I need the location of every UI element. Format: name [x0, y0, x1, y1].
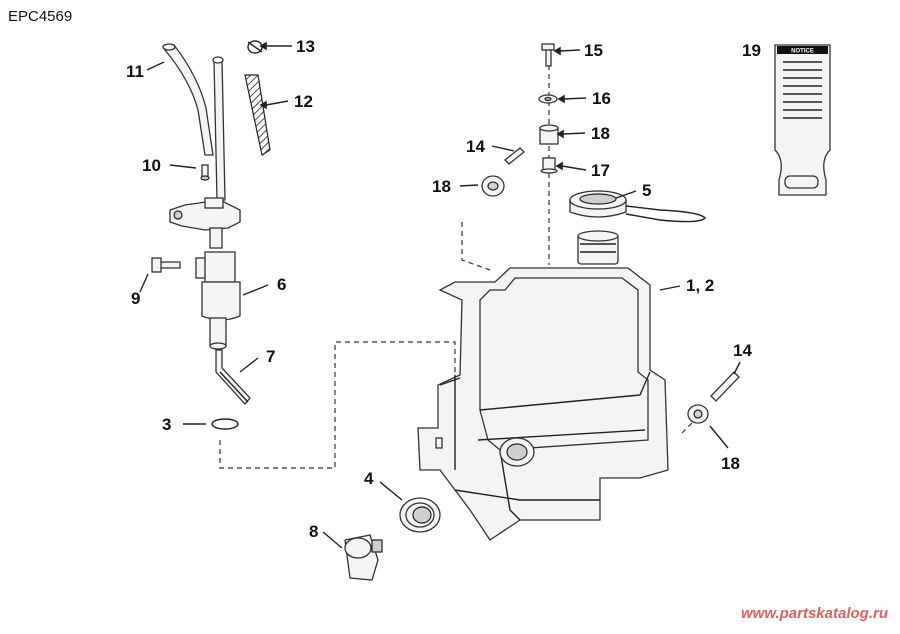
- bolt-9[interactable]: [151, 257, 181, 273]
- callout-3: 3: [162, 415, 171, 434]
- callout-13: 13: [296, 37, 315, 56]
- callout-14-upper: 14: [466, 137, 485, 156]
- tank-cap[interactable]: [569, 190, 706, 223]
- oil-tank[interactable]: [417, 230, 669, 541]
- callout-11: 11: [126, 62, 144, 81]
- screw-10[interactable]: [200, 164, 210, 181]
- callout-14-right: 14: [733, 341, 752, 360]
- pin-14-right[interactable]: [710, 371, 740, 402]
- hose-assembly[interactable]: [162, 40, 271, 201]
- grommet-18-right[interactable]: [687, 404, 709, 424]
- spacer-17[interactable]: [540, 157, 558, 174]
- leader-lines: [139, 45, 741, 549]
- watermark: www.partskatalog.ru: [741, 605, 888, 622]
- callout-1-2: 1, 2: [686, 276, 714, 295]
- o-ring[interactable]: [211, 418, 239, 430]
- callout-18-right: 18: [721, 454, 740, 473]
- grommet-18-top[interactable]: [539, 124, 559, 145]
- callout-5: 5: [642, 181, 651, 200]
- grommet-18-left[interactable]: [481, 175, 505, 197]
- leader-arrowheads: [259, 41, 565, 171]
- screw-15[interactable]: [541, 43, 555, 67]
- oil-pump[interactable]: [169, 197, 241, 350]
- notice-title: NOTICE: [791, 49, 814, 55]
- diagram-code: EPC4569: [8, 8, 73, 25]
- callout-19: 19: [742, 41, 761, 60]
- callout-7: 7: [266, 347, 275, 366]
- callout-9: 9: [131, 289, 140, 308]
- callout-18-left: 18: [432, 177, 451, 196]
- callout-12: 12: [294, 92, 313, 111]
- callout-18-top: 18: [591, 124, 610, 143]
- notice-label[interactable]: NOTICE: [774, 44, 831, 196]
- callout-17: 17: [591, 161, 610, 180]
- pickup-hose[interactable]: [215, 349, 251, 405]
- pin-14-upper[interactable]: [504, 147, 525, 165]
- callout-15: 15: [584, 41, 603, 60]
- washer-16[interactable]: [538, 94, 558, 104]
- callout-16: 16: [592, 89, 611, 108]
- callout-10: 10: [142, 156, 161, 175]
- callouts: 11 13 12 10 9 6 7 3 4 8 15 16 18 14 17 1…: [126, 37, 761, 541]
- level-sensor[interactable]: [344, 534, 383, 581]
- callout-6: 6: [277, 275, 286, 294]
- callout-8: 8: [309, 522, 318, 541]
- grommet[interactable]: [399, 497, 441, 533]
- callout-4: 4: [364, 469, 374, 488]
